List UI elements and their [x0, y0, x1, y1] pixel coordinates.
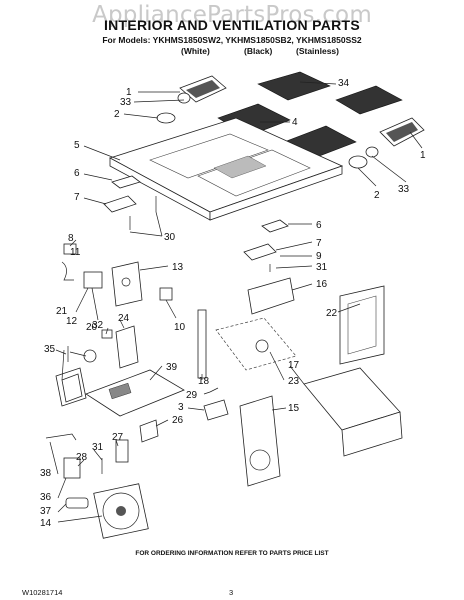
callout-18: 18 [198, 376, 210, 387]
callout-17: 17 [288, 360, 300, 371]
callout-8: 8 [68, 233, 74, 244]
relay-28 [63, 457, 81, 479]
callout-28: 28 [76, 452, 88, 463]
callout-32-label: 32 [92, 320, 104, 331]
switch-holder-24 [115, 325, 139, 369]
callout-24: 24 [118, 313, 130, 324]
bracket-3 [203, 399, 229, 421]
door-switch-assembly-13 [111, 261, 143, 307]
transformer-35 [55, 367, 87, 407]
callout-11: 11 [70, 247, 81, 258]
socket-right [365, 146, 379, 158]
air-duct-17 [303, 367, 403, 457]
callout-6-right: 6 [316, 220, 322, 231]
base-plate-39 [85, 369, 185, 417]
socket-left [177, 92, 191, 104]
callout-9: 9 [316, 251, 322, 262]
motor-group-23 [215, 317, 297, 371]
grease-filter-top-left [257, 71, 331, 101]
screw-29 [209, 387, 219, 393]
callout-7-right: 7 [316, 238, 322, 249]
callout-13: 13 [172, 262, 184, 273]
thermal-fuse-10 [159, 287, 173, 301]
watermark: AppliancePartsPros.com [92, 2, 372, 28]
bracket-7-right [243, 243, 277, 261]
callout-4: 4 [292, 117, 298, 128]
callout-12: 12 [66, 316, 78, 327]
variant-stainless: (Stainless) [296, 46, 339, 56]
callout-2-left: 2 [114, 109, 120, 120]
wire-harness-38 [45, 433, 77, 441]
callout-38: 38 [40, 468, 52, 479]
switch-12 [83, 271, 103, 289]
vent-bracket-16 [247, 277, 295, 315]
callout-33-left: 33 [120, 97, 132, 108]
cover-6-left [111, 175, 141, 189]
terminal-27 [115, 439, 129, 463]
lamp-lens-right [379, 117, 425, 147]
callout-1-right: 1 [420, 150, 426, 161]
callout-1-left: 1 [126, 87, 132, 98]
variant-black: (Black) [244, 46, 273, 56]
callout-7-left: 7 [74, 192, 80, 203]
cabinet-bottom [108, 117, 344, 221]
motor-23 [255, 339, 269, 353]
callout-15: 15 [288, 403, 300, 414]
callout-6-left: 6 [74, 168, 80, 179]
cover-6-right [261, 219, 289, 233]
callout-2-right: 2 [374, 190, 380, 201]
callout-23: 23 [288, 376, 300, 387]
callout-33-right: 33 [398, 184, 410, 195]
callout-10: 10 [174, 322, 186, 333]
callout-labels: 1 33 2 34 4 5 6 7 30 1 33 2 6 7 9 31 8 1… [40, 78, 426, 529]
lamp-lens-left [179, 75, 227, 103]
leader-lines [49, 81, 423, 523]
wire-11 [61, 261, 74, 281]
callout-27: 27 [112, 432, 124, 443]
rod-18 [197, 309, 207, 379]
vent-grille-15 [239, 395, 281, 487]
callout-30: 30 [164, 232, 176, 243]
callout-14: 14 [40, 518, 52, 529]
callout-31-bottom: 31 [92, 442, 104, 453]
bracket-7-left [103, 195, 137, 213]
bulb-right [348, 155, 368, 169]
magnetron-thermostat-20 [83, 349, 97, 363]
callout-34: 34 [338, 78, 350, 89]
callout-26: 26 [172, 415, 184, 426]
variant-white: (White) [181, 46, 210, 56]
switch-8 [63, 243, 77, 255]
ordering-footer: FOR ORDERING INFORMATION REFER TO PARTS … [135, 550, 329, 557]
callout-37: 37 [40, 506, 52, 517]
callout-35: 35 [44, 344, 56, 355]
callout-36: 36 [40, 492, 52, 503]
callout-29: 29 [186, 390, 198, 401]
capacitor-37 [65, 497, 89, 509]
grease-filter-top-right [335, 85, 403, 115]
page-title: INTERIOR AND VENTILATION PARTS [103, 17, 361, 33]
callout-20: 20 [86, 322, 98, 333]
callout-22: 22 [326, 308, 338, 319]
models-line: For Models: YKHMS1850SW2, YKHMS1850SB2, … [102, 35, 362, 45]
page-number: 3 [229, 588, 234, 597]
bulb-left [156, 112, 176, 124]
callout-5: 5 [74, 140, 80, 151]
vent-duct-22 [339, 285, 385, 365]
callout-16: 16 [316, 279, 328, 290]
callout-39: 39 [166, 362, 178, 373]
callout-21: 21 [56, 306, 68, 317]
fan-14 [93, 483, 149, 539]
callout-31-right: 31 [316, 262, 328, 273]
callout-3: 3 [178, 402, 184, 413]
bracket-26 [139, 419, 159, 443]
document-number: W10281714 [22, 588, 63, 597]
